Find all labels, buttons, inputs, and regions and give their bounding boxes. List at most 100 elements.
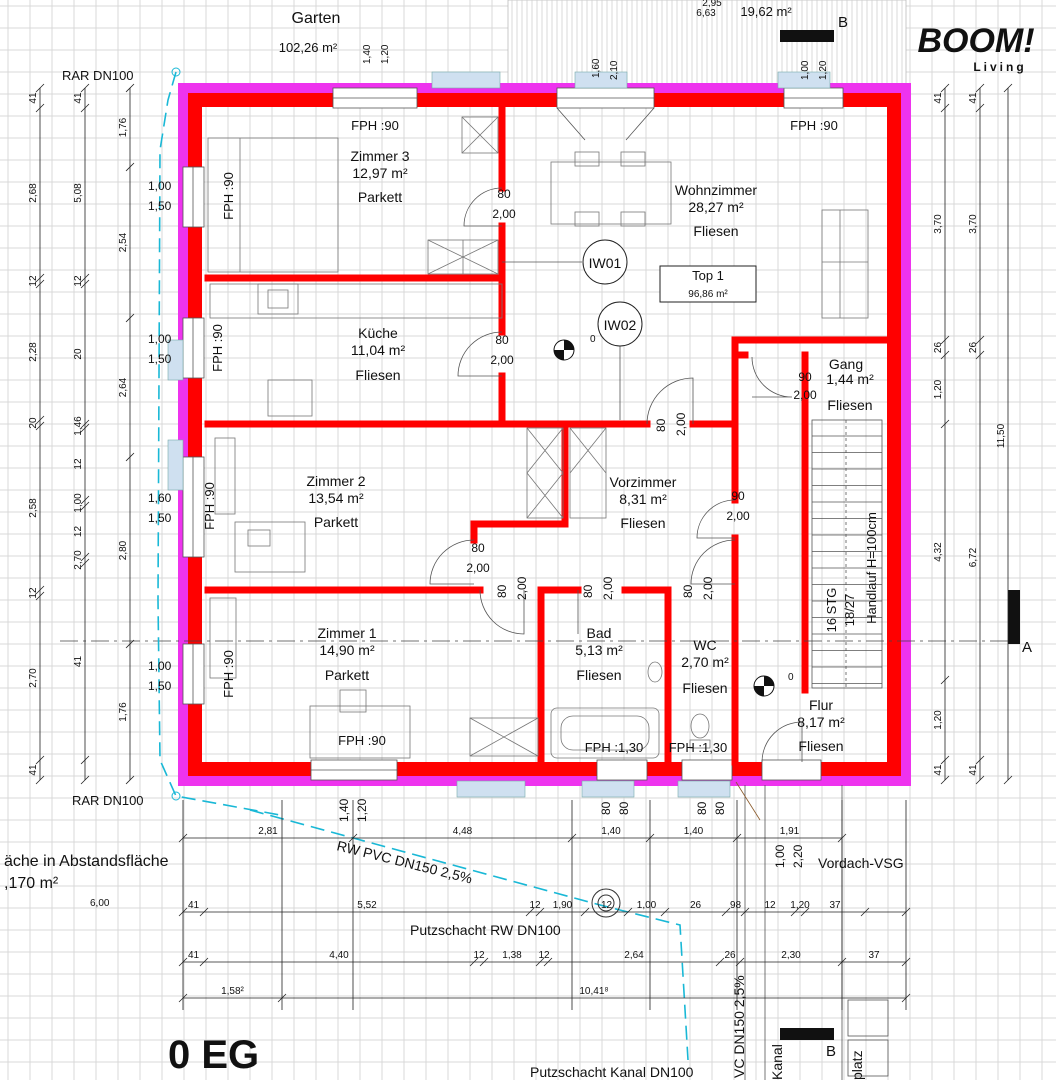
room-area: 8,17 m²: [797, 714, 845, 730]
rar-bottom: RAR DN100: [72, 793, 144, 808]
room-floor: Parkett: [314, 514, 358, 530]
dimension-value: 12: [529, 900, 541, 911]
dimension-value: 12: [538, 950, 550, 961]
room-name: Gang: [829, 356, 863, 372]
abstand-area: ,170 m²: [4, 875, 59, 892]
dimension-value: 12: [764, 900, 776, 911]
putz-kanal: Putzschacht Kanal DN100: [530, 1064, 694, 1080]
dimension-value: 98: [730, 900, 742, 911]
dimension-value: 41: [28, 764, 39, 776]
zero-label: 0: [590, 334, 596, 345]
dimension-value: 2,81: [258, 826, 278, 837]
dimension-value: 26: [690, 900, 702, 911]
window-dim: 1,50: [148, 199, 172, 213]
stairs-ratio: 18/27: [842, 594, 857, 627]
furniture: [207, 116, 869, 759]
rar-top: RAR DN100: [62, 68, 134, 83]
dimension-value: 1,58²: [221, 986, 244, 997]
dimension-value: 4,40: [329, 950, 349, 961]
exterior-walls: [178, 83, 911, 786]
window-dim: 2,10: [609, 60, 620, 80]
dimension-value: 1,91: [780, 826, 800, 837]
room-area: 14,90 m²: [319, 642, 375, 658]
window-dim: 1,20: [818, 60, 829, 80]
dimension-value: 41: [73, 92, 84, 104]
window-dim: 80: [713, 801, 727, 815]
room-name: Zimmer 2: [306, 473, 365, 489]
room-area: 11,04 m²: [351, 342, 406, 358]
window-dim: 1,00: [773, 844, 787, 868]
logo-sub: Living: [973, 60, 1026, 74]
vordach: Vordach-VSG: [818, 855, 904, 871]
dimension-value: 1,20: [933, 710, 944, 730]
dimension-value: 41: [28, 92, 39, 104]
dimension-value: 2,80: [118, 540, 129, 560]
fph-label: FPH :90: [221, 650, 236, 698]
window-dim: 1,50: [148, 511, 172, 525]
logo-text: BOOM!: [917, 22, 1034, 60]
room-name: WC: [693, 637, 716, 653]
door-width: 80: [495, 333, 509, 347]
dimension-value: 3,70: [933, 214, 944, 234]
window-dim: 1,20: [355, 798, 369, 822]
stairs: [811, 419, 883, 689]
door-width: 90: [731, 489, 745, 503]
room-area: 1,44 m²: [826, 371, 874, 387]
window-dim: 1,50: [148, 679, 172, 693]
center-markers: [502, 239, 775, 697]
drainage-lines: [157, 67, 689, 1061]
fph-label: FPH :90: [790, 118, 838, 133]
unit-label: [659, 265, 757, 303]
fph-label: FPH :90: [338, 733, 386, 748]
dimension-value: 1,20: [933, 379, 944, 399]
stairs-handrail: Handlauf H=100cm: [864, 512, 879, 624]
room-area: 8,31 m²: [619, 491, 667, 507]
window-dim: 1,60: [148, 491, 172, 505]
window-dim: 1,00: [148, 659, 172, 673]
room-name: Wohnzimmer: [675, 182, 758, 198]
fph-label: FPH :90: [351, 118, 399, 133]
dimension-value: 26: [933, 342, 944, 354]
window-dim: 2,20: [791, 844, 805, 868]
dimension-value: 1,40: [684, 826, 704, 837]
door-width: 80: [581, 584, 595, 598]
room-name: Bad: [587, 625, 612, 641]
room-area: 13,54 m²: [308, 490, 364, 506]
door-height: 2,00: [601, 576, 615, 600]
door-swings: [429, 107, 803, 763]
interior-walls: [204, 103, 890, 766]
dimension-value: 12: [73, 526, 84, 538]
door-height: 2,00: [466, 561, 490, 575]
dimension-value: 5,08: [73, 183, 84, 203]
dimension-value: 41: [933, 764, 944, 776]
fph-label: FPH :90: [210, 324, 225, 372]
labels: Garten 102,26 m² 19,62 m² 6,63 2,95 B A …: [4, 0, 1035, 1080]
room-area: 5,13 m²: [575, 642, 623, 658]
dimension-value: 41: [188, 900, 200, 911]
section-b-top: B: [838, 14, 848, 31]
door-width: 80: [654, 418, 668, 432]
room-floor: Parkett: [358, 189, 402, 205]
window-dim: 1,40: [337, 798, 351, 822]
room-area: 28,27 m²: [688, 199, 744, 215]
dimension-value: 12: [28, 275, 39, 287]
room-floor: Fliesen: [827, 397, 872, 413]
room-area: 12,97 m²: [352, 165, 408, 181]
platz-label: platz: [849, 1050, 865, 1080]
room-name: Vorzimmer: [610, 474, 677, 490]
window-dim: 1,00: [148, 332, 172, 346]
door-height: 2,00: [490, 353, 514, 367]
dimension-value: 12: [73, 275, 84, 287]
zero-label-2: 0: [788, 672, 794, 683]
window-dim: 1,50: [148, 352, 172, 366]
terrace: [507, 0, 907, 91]
dimension-value: 41: [933, 92, 944, 104]
dimension-value: 41: [968, 764, 979, 776]
fph-label: FPH :90: [221, 172, 236, 220]
dimension-value: 26: [724, 950, 736, 961]
dimension-value: 1,00: [73, 493, 84, 513]
dimension-value: 1,38: [502, 950, 522, 961]
window-dim: 80: [695, 801, 709, 815]
section-markers: [60, 30, 1020, 1040]
